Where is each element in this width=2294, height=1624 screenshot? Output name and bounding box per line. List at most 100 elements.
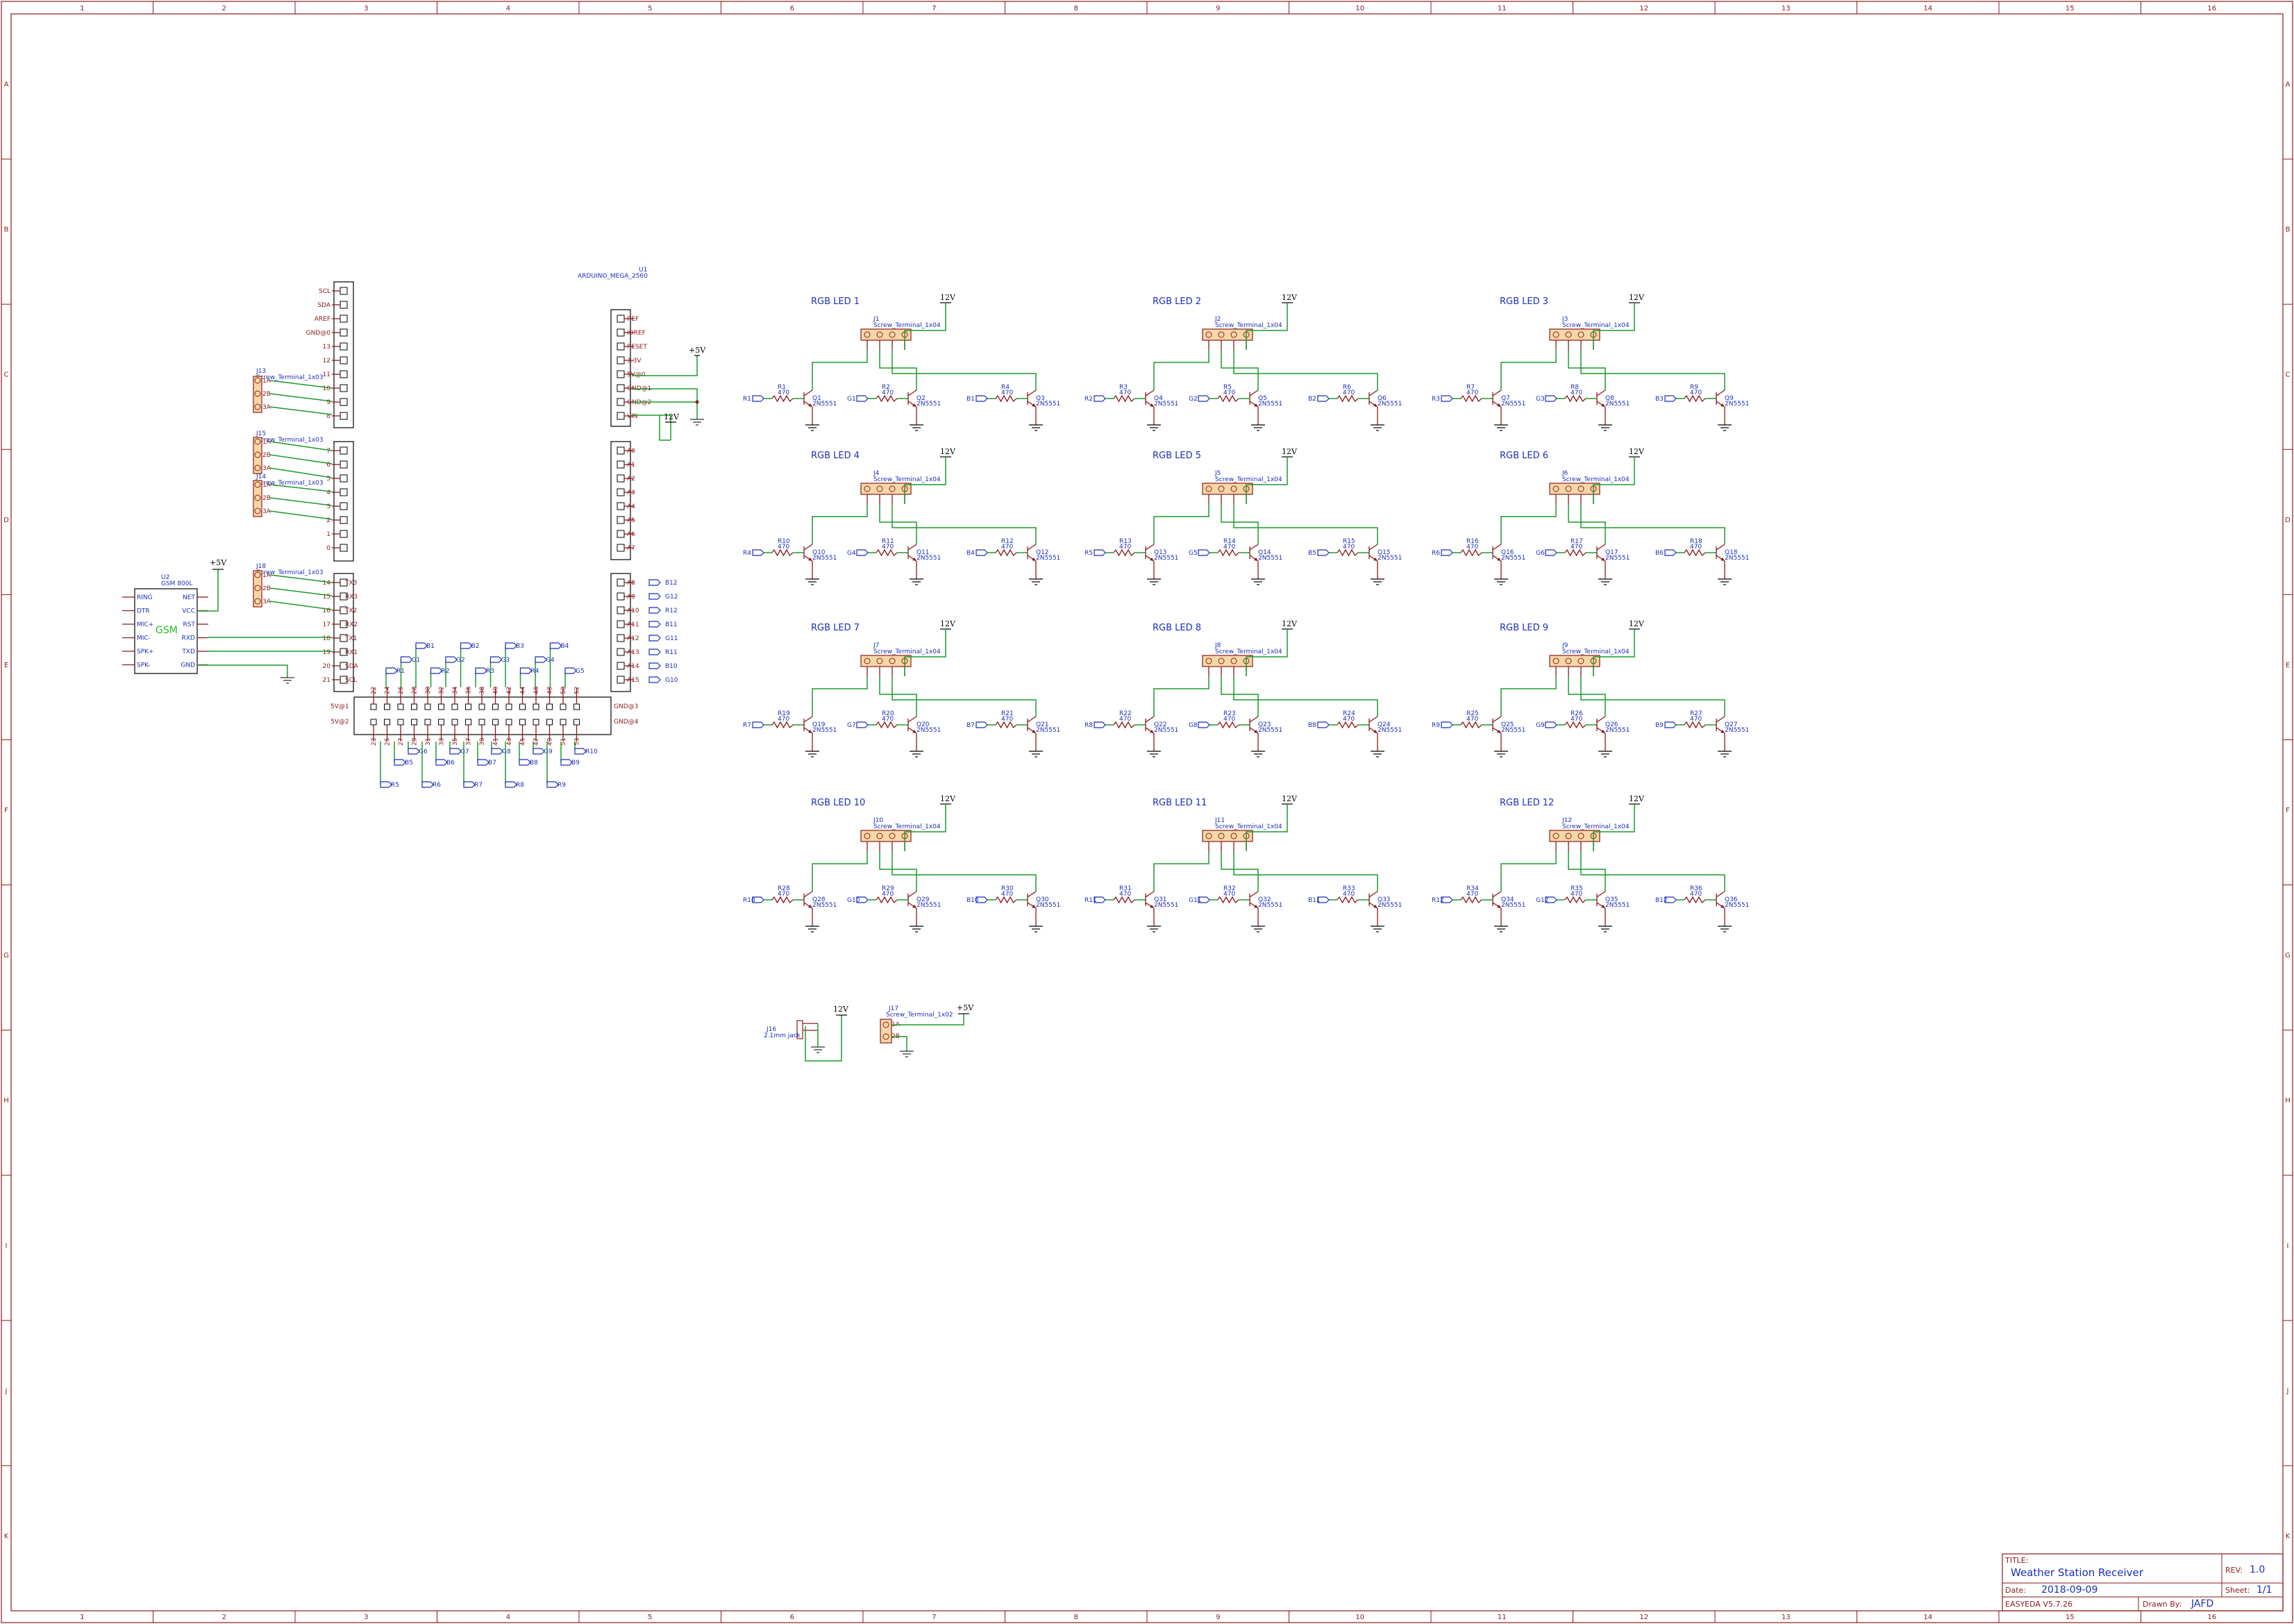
pin-pad	[560, 703, 567, 710]
collector-wire	[1580, 851, 1725, 891]
title-block: TITLE: Weather Station Receiver REV: 1.0…	[2002, 1553, 2284, 1612]
rgb-led-block-12[interactable]: RGB LED 12J12Screw_Terminal_1x0412VR12R3…	[1432, 794, 1749, 932]
u1-top-net: G5	[576, 668, 585, 675]
terminal-screw-icon	[876, 832, 883, 839]
pin-pad	[465, 719, 471, 726]
npn-transistor-symbol	[907, 544, 917, 562]
rgb-led-block-4[interactable]: RGB LED 4J4Screw_Terminal_1x0412VR4R1047…	[743, 447, 1060, 585]
resistor-symbol	[1217, 721, 1239, 729]
gsm-module-u2[interactable]: U2 GSM 800L GSM RINGDTRMIC+MIC-SPK+SPK-N…	[122, 558, 332, 684]
rgb-led-block-7[interactable]: RGB LED 7J7Screw_Terminal_1x0412VR7R1947…	[743, 619, 1060, 757]
u1-top-net: B2	[471, 643, 480, 650]
u1-bottom-net: R7	[474, 782, 483, 789]
rgb-led-block-5[interactable]: RGB LED 5J5Screw_Terminal_1x0412VR5R1347…	[1085, 447, 1402, 585]
transistor-type: 2N5551	[1725, 555, 1749, 562]
net-flag-icon	[648, 579, 661, 586]
rgb-led-title: RGB LED 8	[1153, 623, 1201, 633]
resistor-ref: R6	[1343, 384, 1351, 391]
terminal-j17[interactable]: J17 Screw_Terminal_1x02 1A 2B +5V	[880, 1003, 974, 1057]
u1-bottom-net: G8	[502, 748, 511, 755]
zone-column-bottom: 16	[2207, 1614, 2216, 1621]
ground-icon	[1598, 751, 1612, 757]
npn-transistor-symbol	[1368, 891, 1378, 909]
net-flag-icon	[445, 656, 458, 663]
rgb-led-block-9[interactable]: RGB LED 9J9Screw_Terminal_1x0412VR9R2547…	[1432, 619, 1749, 757]
ground-icon	[1371, 926, 1384, 932]
ground-icon	[805, 424, 819, 431]
arduino-mega-u1[interactable]: U1 ARDUINO_MEGA_2560 SCLSDAAREFGND@01312…	[306, 267, 678, 789]
net-flag-icon	[1094, 395, 1106, 402]
zone-column-bottom: 7	[932, 1614, 936, 1621]
ground-icon	[1598, 926, 1612, 932]
net-flag-icon	[648, 607, 661, 614]
npn-transistor-symbol	[1368, 390, 1378, 408]
rgb-led-block-2[interactable]: RGB LED 2J2Screw_Terminal_1x0412VR2R3470…	[1085, 293, 1402, 431]
resistor-symbol	[1684, 394, 1706, 403]
terminal-screw-icon	[254, 571, 261, 578]
terminal-screw-icon	[1218, 485, 1225, 492]
channel-net: G9	[1536, 722, 1545, 729]
resistor-value: 470	[1466, 891, 1478, 898]
transistor-type: 2N5551	[1725, 401, 1749, 408]
resistor-ref: R25	[1466, 710, 1479, 717]
terminal-body	[253, 480, 262, 517]
collector-wire	[1500, 504, 1557, 544]
zone-column-bottom: 15	[2066, 1614, 2075, 1621]
resistor-symbol	[1460, 394, 1482, 403]
rgb-led-block-10[interactable]: RGB LED 10J10Screw_Terminal_1x0412VR10R2…	[743, 794, 1060, 932]
resistor-ref: R17	[1571, 538, 1583, 545]
rgb-led-block-8[interactable]: RGB LED 8J8Screw_Terminal_1x0412VR8R2247…	[1085, 619, 1402, 757]
pin-pad	[560, 719, 567, 726]
u1-right3-net: G11	[665, 635, 678, 642]
terminal-ref: J2	[1214, 316, 1221, 323]
power-jack-j16[interactable]: J16 2.1mm jack 12V	[764, 1005, 849, 1062]
npn-transistor-symbol	[1249, 891, 1259, 909]
pin-pad	[617, 578, 625, 587]
u1-5v-label: +5V	[689, 346, 706, 355]
u1-left3-pin: 20	[323, 663, 331, 670]
pin-pad	[617, 648, 625, 656]
zone-row-left: K	[4, 1532, 9, 1540]
terminal-name: Screw_Terminal_1x04	[1215, 476, 1282, 483]
pin-pad	[533, 719, 539, 726]
channel-net: B3	[1655, 396, 1664, 403]
resistor-symbol	[1217, 549, 1239, 557]
terminal-ref: J8	[1214, 642, 1221, 649]
resistor-value: 470	[1343, 544, 1355, 551]
channel-net: R5	[1085, 550, 1093, 557]
net-flag-icon	[435, 759, 448, 766]
rgb-led-block-6[interactable]: RGB LED 6J6Screw_Terminal_1x0412VR6R1647…	[1432, 447, 1749, 585]
pin-pad	[370, 703, 377, 710]
pin-pad	[384, 703, 390, 710]
net-flag-icon	[1545, 896, 1557, 903]
rgb-led-block-1[interactable]: RGB LED 1J1Screw_Terminal_1x0412VR1R1470…	[743, 293, 1060, 431]
rgb-led-block-3[interactable]: RGB LED 3J3Screw_Terminal_1x0412VR3R7470…	[1432, 293, 1749, 431]
net-flag-icon	[1198, 721, 1210, 728]
resistor-ref: R14	[1223, 538, 1236, 545]
terminal-screw-icon	[254, 438, 261, 445]
terminal-wire	[269, 467, 333, 478]
resistor-symbol	[1460, 721, 1482, 729]
resistor-symbol	[1684, 721, 1706, 729]
pin-pad	[340, 342, 348, 351]
terminal-pin: 1A	[262, 482, 271, 489]
net-flag-icon	[449, 748, 462, 755]
transistor-ref: Q28	[812, 896, 826, 903]
u1-bottom-net: G7	[460, 748, 469, 755]
npn-transistor-symbol	[803, 544, 813, 562]
transistor-type: 2N5551	[812, 555, 837, 562]
pin-pad	[617, 356, 625, 365]
resistor-value: 470	[1690, 891, 1702, 898]
ground-icon	[690, 419, 704, 426]
resistor-value: 470	[778, 716, 789, 723]
small-terminals-group: J13Screw_Terminal_1x031A2B3AJ15Screw_Ter…	[253, 368, 333, 610]
pin-pad	[384, 719, 390, 726]
pin-pad	[617, 474, 625, 483]
channel-net: R12	[1432, 897, 1444, 904]
collector-wire	[879, 350, 917, 390]
resistor-ref: R28	[778, 885, 790, 892]
rgb-led-title: RGB LED 12	[1500, 798, 1554, 808]
rgb-led-block-11[interactable]: RGB LED 11J11Screw_Terminal_1x0412VR11R3…	[1085, 794, 1402, 932]
net-flag-icon	[1545, 395, 1557, 402]
